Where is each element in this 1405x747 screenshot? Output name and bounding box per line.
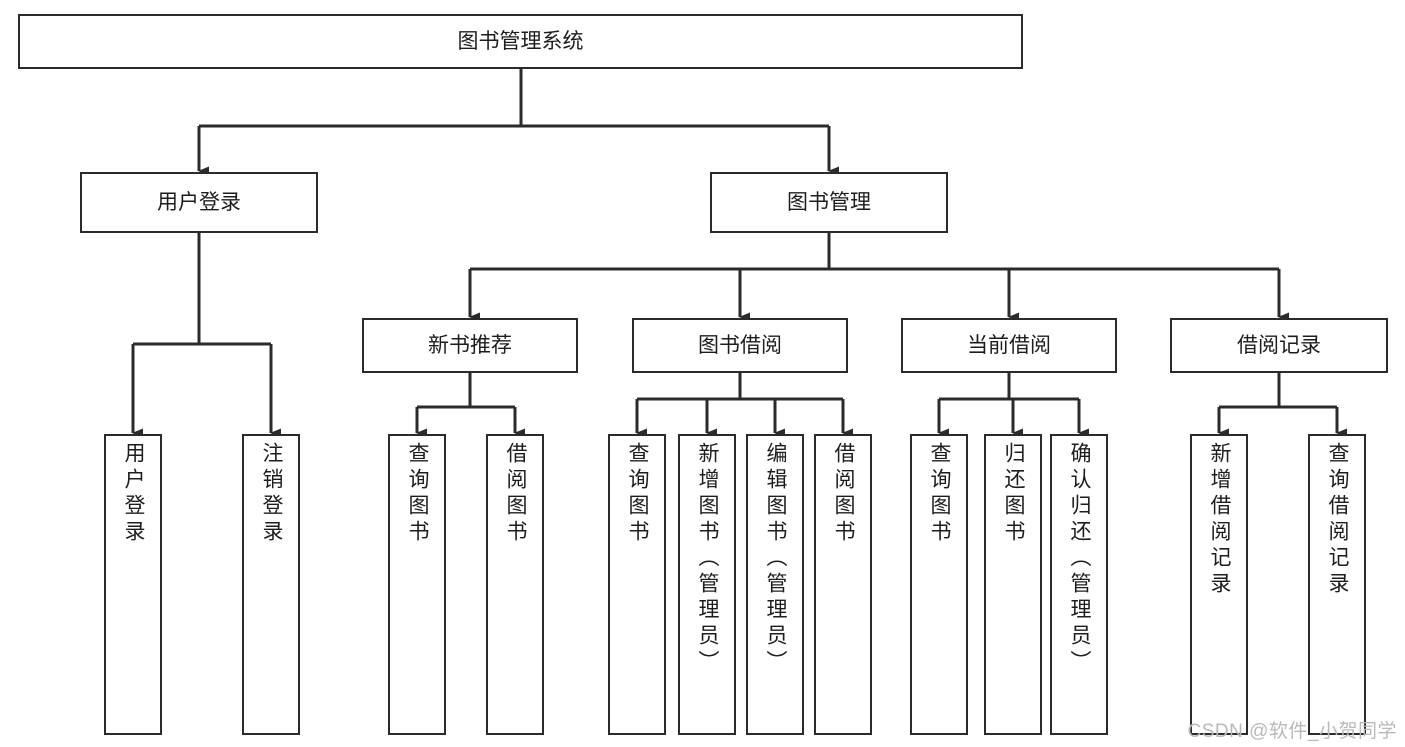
edge-group [131, 69, 1347, 438]
node-label-user-login: 用户登录 [157, 190, 241, 214]
node-leaf-return[interactable]: 归还图书 [984, 434, 1042, 735]
node-leaf-borrow-2[interactable]: 借阅图书 [814, 434, 872, 735]
node-user-login[interactable]: 用户登录 [80, 172, 318, 233]
node-leaf-query-rec[interactable]: 查询借阅记录 [1308, 434, 1366, 735]
node-label-current-borrow: 当前借阅 [967, 333, 1051, 357]
node-leaf-logout[interactable]: 注销登录 [242, 434, 300, 735]
node-label-leaf-query-1: 查询图书 [406, 442, 430, 546]
node-leaf-borrow-1[interactable]: 借阅图书 [486, 434, 544, 735]
node-leaf-query-1[interactable]: 查询图书 [388, 434, 446, 735]
node-label-leaf-query-2: 查询图书 [626, 442, 650, 546]
node-label-leaf-borrow-1: 借阅图书 [504, 442, 528, 546]
node-leaf-confirm[interactable]: 确认归还（管理员） [1050, 434, 1108, 735]
node-label-leaf-query-rec: 查询借阅记录 [1326, 442, 1350, 598]
node-label-leaf-logout: 注销登录 [260, 442, 284, 546]
node-book-borrow[interactable]: 图书借阅 [632, 318, 848, 373]
node-label-leaf-return: 归还图书 [1002, 442, 1026, 546]
node-new-book-rec[interactable]: 新书推荐 [362, 318, 578, 373]
node-label-leaf-query-3: 查询图书 [928, 442, 952, 546]
node-label-leaf-edit-book: 编辑图书（管理员） [764, 442, 788, 676]
node-leaf-query-2[interactable]: 查询图书 [608, 434, 666, 735]
node-leaf-edit-book[interactable]: 编辑图书（管理员） [746, 434, 804, 735]
node-label-book-borrow: 图书借阅 [698, 333, 782, 357]
node-label-leaf-add-rec: 新增借阅记录 [1208, 442, 1232, 598]
node-current-borrow[interactable]: 当前借阅 [901, 318, 1117, 373]
node-label-leaf-user-login: 用户登录 [122, 442, 146, 546]
node-label-leaf-borrow-2: 借阅图书 [832, 442, 856, 546]
node-label-leaf-confirm: 确认归还（管理员） [1068, 442, 1092, 676]
node-book-manage[interactable]: 图书管理 [710, 172, 948, 233]
node-leaf-add-rec[interactable]: 新增借阅记录 [1190, 434, 1248, 735]
node-label-root: 图书管理系统 [457, 29, 584, 53]
node-label-book-manage: 图书管理 [787, 190, 871, 214]
node-root[interactable]: 图书管理系统 [18, 14, 1023, 69]
node-leaf-add-book[interactable]: 新增图书（管理员） [678, 434, 736, 735]
node-leaf-query-3[interactable]: 查询图书 [910, 434, 968, 735]
node-leaf-user-login[interactable]: 用户登录 [104, 434, 162, 735]
node-borrow-record[interactable]: 借阅记录 [1170, 318, 1388, 373]
node-label-borrow-record: 借阅记录 [1237, 333, 1321, 357]
node-label-new-book-rec: 新书推荐 [428, 333, 512, 357]
node-label-leaf-add-book: 新增图书（管理员） [696, 442, 720, 676]
